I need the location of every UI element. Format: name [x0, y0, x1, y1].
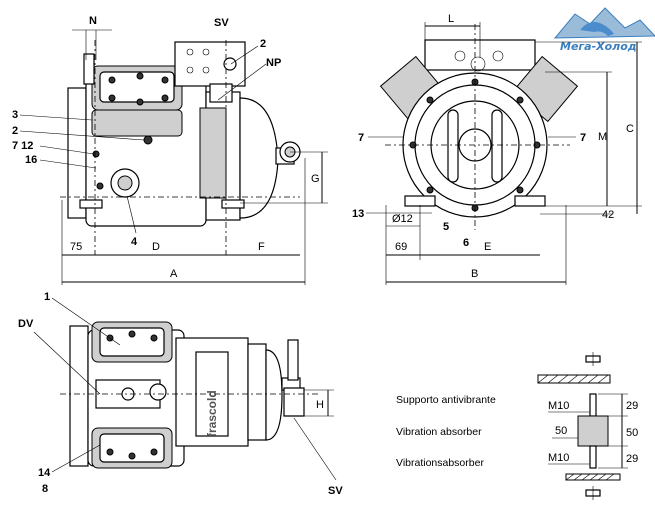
label-6: 6 [463, 237, 469, 249]
dim-d: D [152, 241, 160, 253]
dim-dia12: Ø12 [392, 213, 413, 225]
dim-29-bottom: 29 [626, 453, 638, 465]
rubber-element [577, 415, 609, 447]
dim-e: E [484, 241, 491, 253]
logo-text: Мега-Холод [560, 40, 637, 53]
dim-42: 42 [602, 209, 614, 221]
dim-50-right: 50 [626, 427, 638, 439]
absorber-caption-de: Vibrationsabsorber [396, 457, 484, 469]
label-np: NP [266, 57, 281, 69]
lower-plate [565, 473, 621, 481]
label-14: 14 [38, 467, 51, 479]
dim-l: L [448, 13, 454, 25]
nameplate-text: frascold [205, 390, 219, 437]
label-3: 3 [12, 109, 18, 121]
label-2-left: 2 [12, 125, 18, 137]
upper-plate [537, 374, 611, 384]
dim-a: A [170, 268, 178, 280]
side-view: SV N 2 NP 3 2 7 12 16 4 75 D F A G [12, 15, 328, 285]
stud-bottom [589, 445, 597, 469]
stud-top [589, 393, 597, 417]
front-view: 7 7 13 5 6 L M C 42 Ø12 69 E B [352, 13, 642, 285]
dim-69: 69 [395, 241, 407, 253]
dim-m10-top: M10 [548, 400, 569, 412]
label-5: 5 [443, 221, 449, 233]
dim-h: H [316, 399, 324, 411]
absorber-caption-en: Vibration absorber [396, 426, 482, 438]
logo: Мега-Холод [553, 7, 655, 53]
dim-29-top: 29 [626, 400, 638, 412]
service-port [143, 135, 153, 145]
vibration-absorber-detail: Supporto antivibrante Vibration absorber… [396, 352, 638, 500]
label-16: 16 [25, 154, 37, 166]
label-7-left: 7 [358, 132, 364, 144]
label-8: 8 [42, 483, 48, 495]
dim-m10-bottom: M10 [548, 452, 569, 464]
motor-end-cap [67, 87, 87, 219]
label-7-12: 7 12 [12, 140, 33, 152]
label-2-top: 2 [260, 38, 266, 50]
motor-housing [239, 97, 279, 219]
suction-valve-top [283, 387, 305, 417]
label-7-right: 7 [580, 132, 586, 144]
label-sv-bottom: SV [328, 485, 343, 497]
dim-75: 75 [70, 241, 82, 253]
dim-50-left: 50 [555, 425, 567, 437]
label-sv-top: SV [214, 17, 229, 29]
label-1: 1 [44, 291, 50, 303]
label-13: 13 [352, 208, 364, 220]
dim-b: B [471, 268, 478, 280]
dim-m: M [598, 131, 607, 143]
cylinder-head-mid [91, 109, 183, 137]
label-4: 4 [131, 236, 138, 248]
dim-f: F [258, 241, 265, 253]
label-n: N [89, 15, 97, 27]
label-dv: DV [18, 318, 34, 330]
top-view: frascold 1 DV 14 8 SV H [18, 291, 343, 497]
absorber-caption-it: Supporto antivibrante [396, 394, 496, 406]
dim-c: C [626, 123, 634, 135]
dim-g: G [311, 173, 320, 185]
